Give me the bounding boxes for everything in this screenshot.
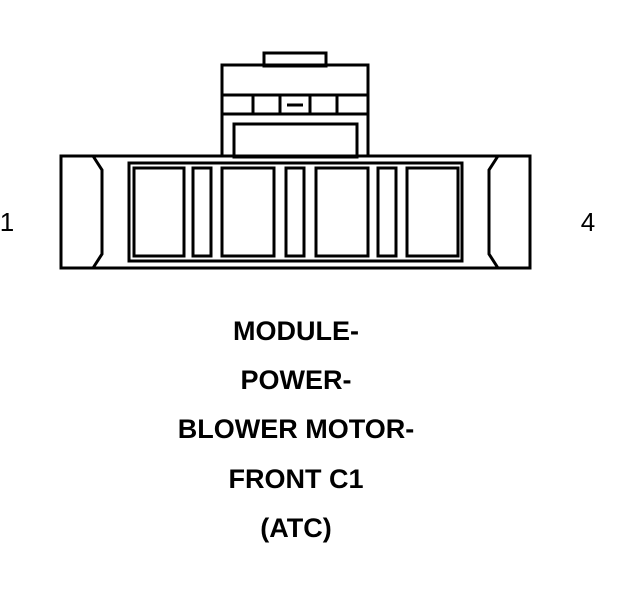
terminal-cavity (220, 166, 276, 258)
title-line-2: POWER- (241, 365, 352, 395)
right-end-bracket (487, 155, 500, 269)
cavity-frame (127, 161, 464, 263)
terminal-cavity (405, 166, 460, 258)
terminal-key-slot (284, 166, 306, 258)
title-line-5: (ATC) (260, 513, 331, 543)
title-line-3: BLOWER MOTOR- (178, 414, 414, 444)
connector-title: MODULE- POWER- BLOWER MOTOR- FRONT C1 (A… (178, 316, 414, 543)
terminal-key-slot (376, 166, 398, 258)
connector-lock-window (232, 122, 359, 159)
title-line-4: FRONT C1 (229, 464, 364, 494)
terminal-cavity (132, 166, 186, 258)
left-end-bracket (91, 155, 104, 269)
pin-label-left: 1 (0, 207, 14, 237)
connector-body (59, 154, 532, 270)
connector-upper-housing (220, 63, 370, 158)
pin-label-right: 4 (581, 207, 595, 237)
title-line-1: MODULE- (233, 316, 359, 346)
terminal-cavity (314, 166, 370, 258)
terminal-key-slot (191, 166, 213, 258)
